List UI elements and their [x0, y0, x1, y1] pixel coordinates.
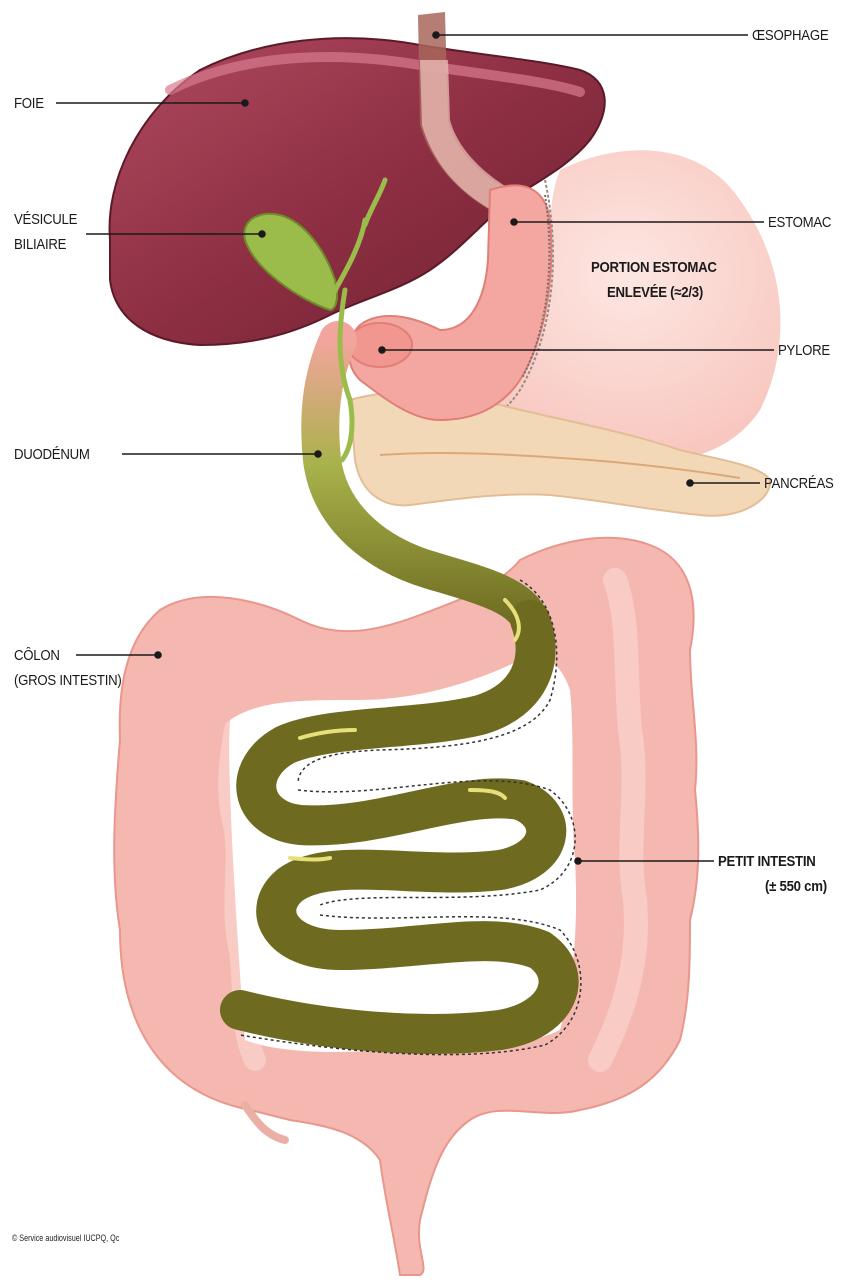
label-colon-line1: CÔLON — [14, 646, 60, 665]
copyright-credit: © Service audiovisuel IUCPQ, Qc — [12, 1233, 119, 1243]
label-petit-intestin-line1: PETIT INTESTIN — [718, 852, 816, 871]
label-petit-intestin-line2: (± 550 cm) — [765, 877, 827, 896]
label-vesicule-line1: VÉSICULE — [14, 210, 77, 229]
label-foie: FOIE — [14, 94, 44, 113]
label-portion-line1: PORTION ESTOMAC — [591, 258, 717, 277]
label-duodenum: DUODÉNUM — [14, 445, 90, 464]
label-colon-line2: (GROS INTESTIN) — [14, 671, 122, 690]
label-estomac: ESTOMAC — [768, 213, 831, 232]
label-pancreas: PANCRÉAS — [764, 474, 834, 493]
pylorus — [348, 323, 412, 367]
label-vesicule-line2: BILIAIRE — [14, 235, 66, 254]
label-portion-line2: ENLEVÉE (≈2/3) — [607, 283, 703, 302]
label-pylore: PYLORE — [778, 341, 830, 360]
label-oesophage: ŒSOPHAGE — [752, 26, 828, 45]
